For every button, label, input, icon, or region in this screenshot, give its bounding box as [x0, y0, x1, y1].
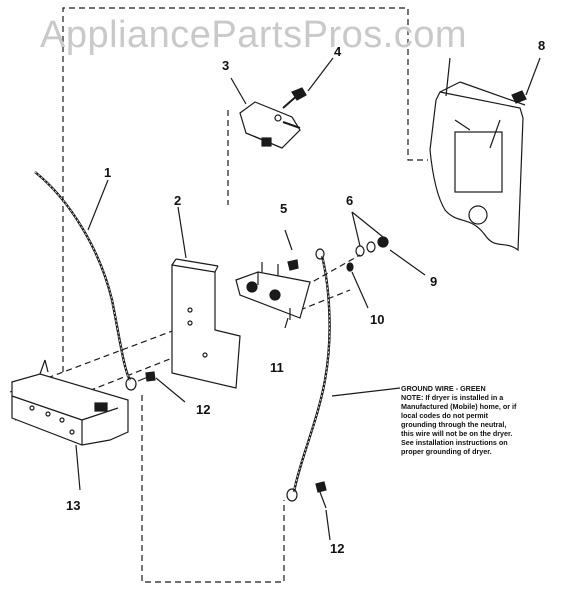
part-12-screws	[137, 371, 331, 541]
callout-8: 8	[538, 38, 546, 53]
leader-lines	[87, 57, 451, 329]
callout-10: 10	[370, 312, 385, 327]
callout-6: 6	[346, 193, 354, 208]
callout-5: 5	[280, 201, 288, 216]
callout-13: 13	[66, 498, 81, 513]
part-3-terminal-block	[239, 101, 301, 149]
part-8-screw	[511, 57, 541, 104]
part-4-screw	[282, 57, 334, 109]
callout-3: 3	[222, 58, 230, 73]
part-1-strap	[34, 171, 132, 381]
callout-12: 12	[330, 541, 345, 556]
note-heading: GROUND WIRE - GREEN	[401, 384, 486, 393]
watermark: AppliancePartsPros.com	[40, 14, 468, 56]
callout-11: 11	[270, 360, 284, 375]
callout-12: 12	[196, 402, 211, 417]
callout-9: 9	[430, 274, 438, 289]
ground-wire-note: GROUND WIRE - GREEN NOTE: If dryer is in…	[401, 384, 519, 456]
callout-2: 2	[174, 193, 182, 208]
part-2-plate	[171, 258, 241, 389]
part-5-screw	[284, 229, 299, 271]
part-13-bracket	[11, 359, 129, 491]
part-8-rear-panel	[429, 81, 526, 252]
part-11-terminal-connector	[235, 262, 311, 320]
part-6-hardware	[346, 211, 426, 309]
callout-1: 1	[104, 165, 112, 180]
assembly-guide-lines	[9, 7, 428, 583]
ground-wire	[286, 248, 401, 502]
note-text: NOTE: If dryer is installed in a Manufac…	[401, 393, 517, 456]
callout-4: 4	[334, 44, 342, 59]
